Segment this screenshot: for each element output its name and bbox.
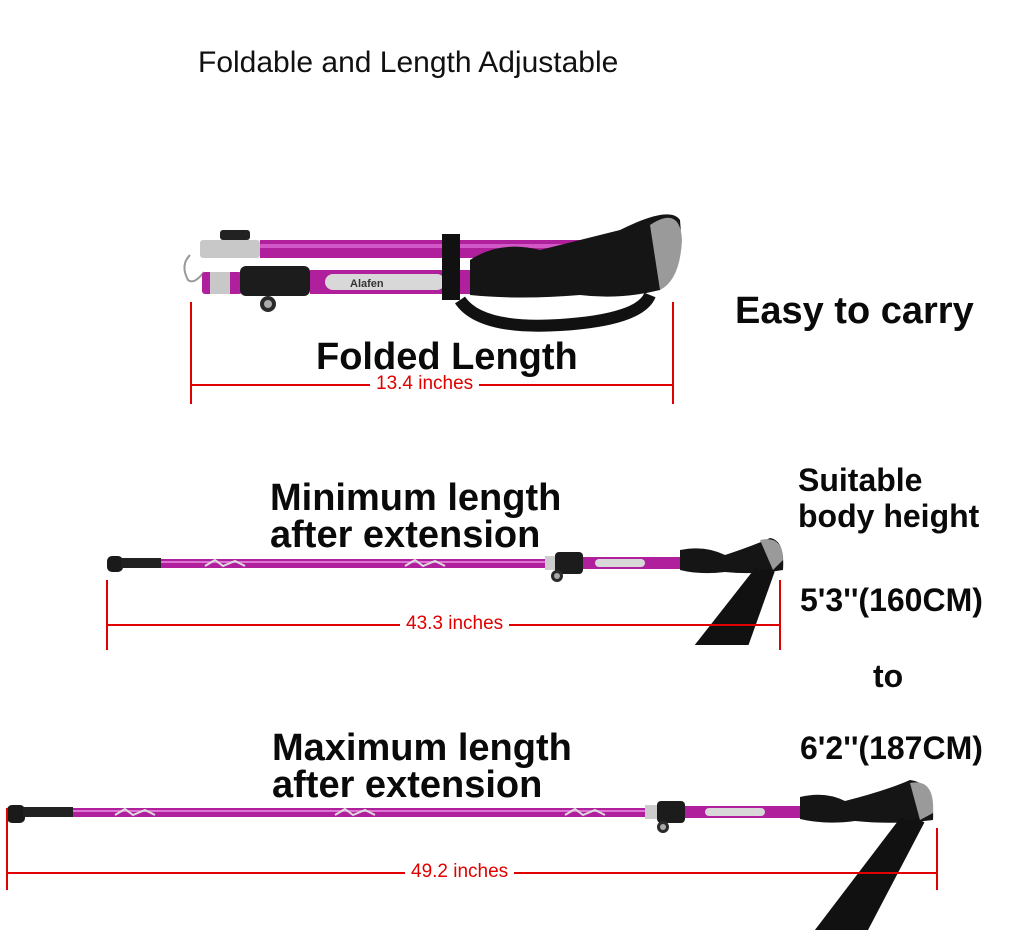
page-title: Foldable and Length Adjustable xyxy=(198,46,619,79)
min-right-tick xyxy=(779,580,781,650)
max-length-pole-image xyxy=(7,780,934,930)
folded-pole-image: Alafen xyxy=(183,214,682,332)
folded-left-tick xyxy=(190,302,192,404)
max-length-value: 49.2 inches xyxy=(405,861,515,883)
max-length-heading-line2: after extension xyxy=(272,764,543,806)
max-right-tick xyxy=(936,828,938,890)
height-to-label: to xyxy=(873,658,904,694)
folded-length-value: 13.4 inches xyxy=(370,373,480,395)
min-length-pole-image xyxy=(107,538,784,645)
min-length-heading-line1: Minimum length xyxy=(270,477,562,519)
folded-length-heading: Folded Length xyxy=(316,336,578,378)
min-left-tick xyxy=(106,580,108,650)
min-length-heading-line2: after extension xyxy=(270,514,541,556)
folded-right-tick xyxy=(672,302,674,404)
svg-text:Alafen: Alafen xyxy=(350,278,384,290)
easy-to-carry-label: Easy to carry xyxy=(735,290,974,332)
suitable-label-line1: Suitable xyxy=(798,462,923,498)
height-max-value: 6'2''(187CM) xyxy=(800,730,983,766)
max-left-tick xyxy=(6,808,8,890)
height-min-value: 5'3''(160CM) xyxy=(800,582,983,618)
max-length-heading-line1: Maximum length xyxy=(272,727,572,769)
suitable-label-line2: body height xyxy=(798,498,980,534)
min-length-value: 43.3 inches xyxy=(400,613,510,635)
